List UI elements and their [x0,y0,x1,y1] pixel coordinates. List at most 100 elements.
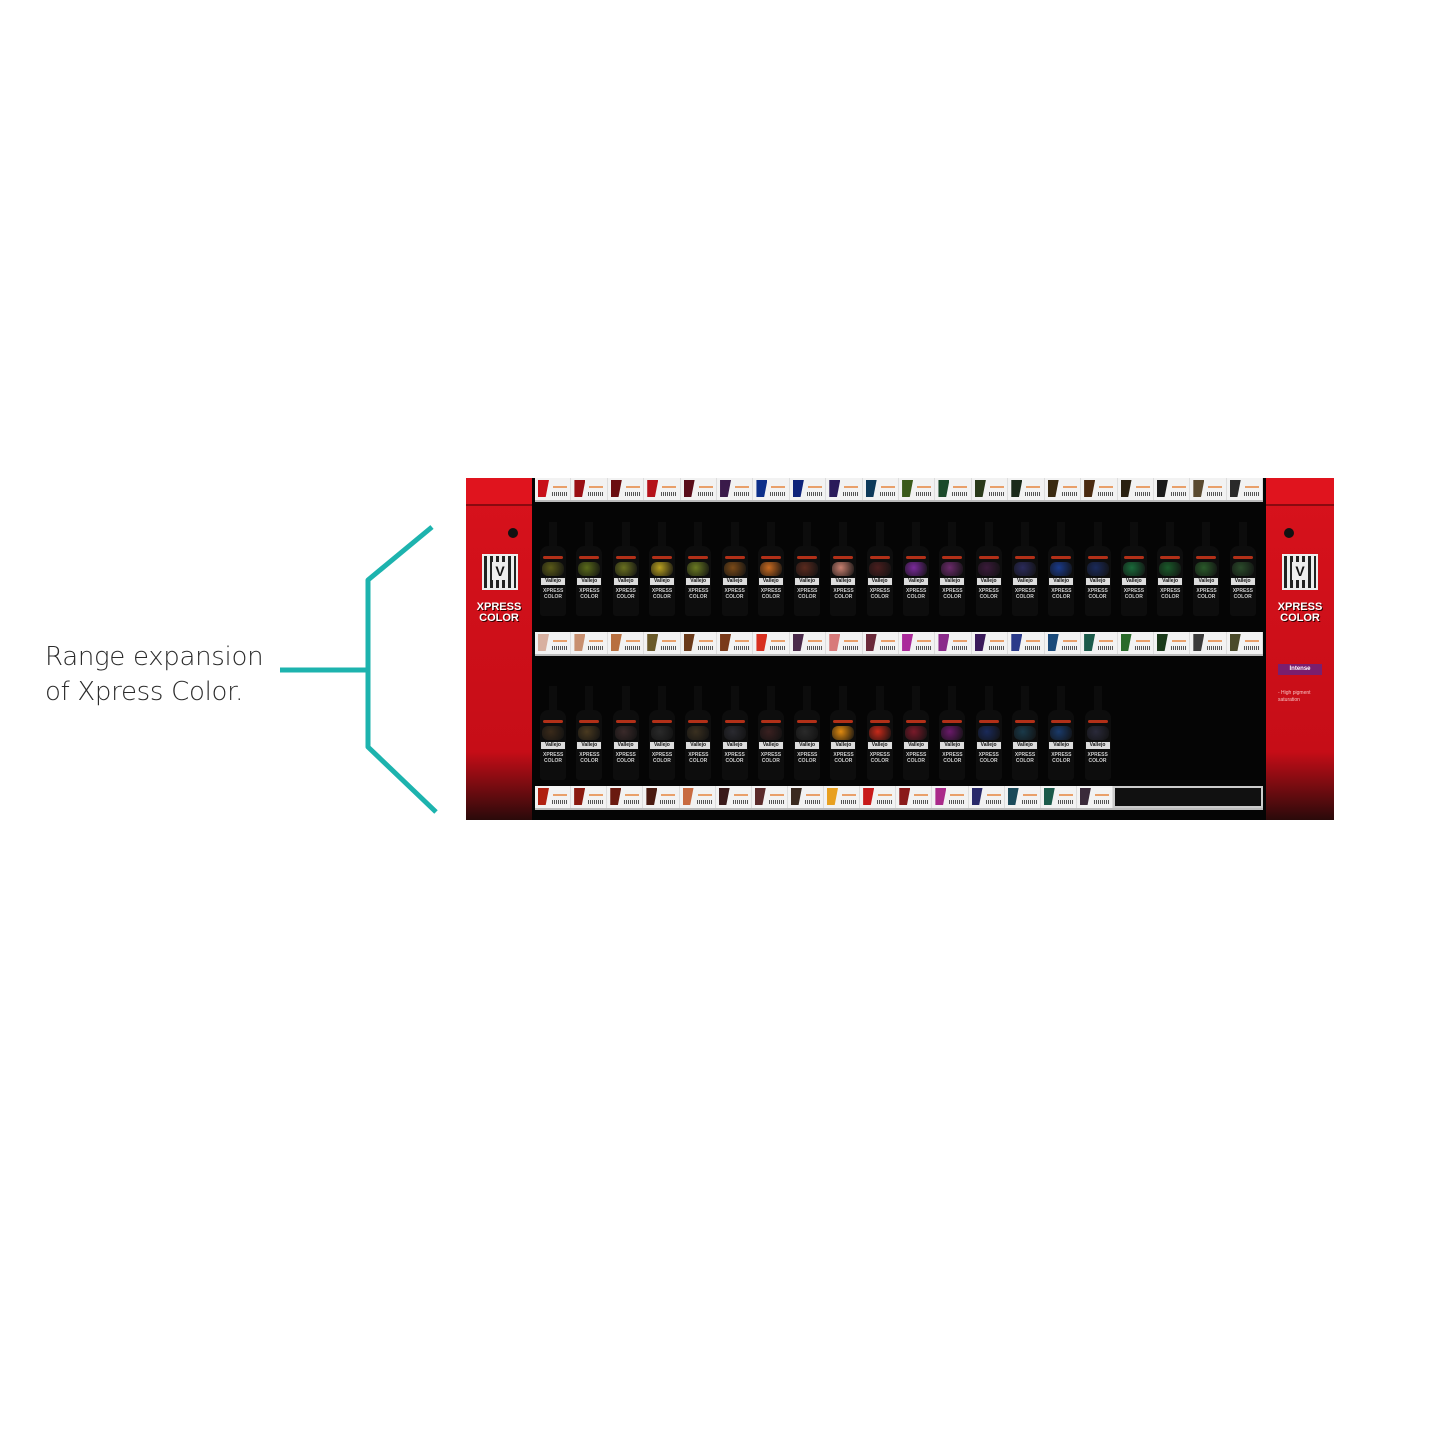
label-line [1062,486,1077,488]
bottle-cap [948,522,957,548]
paint-color [1086,726,1109,740]
barcode-icon [916,646,933,650]
label-line [807,640,822,642]
bottle-cap [803,522,812,548]
bottle-cap [948,686,957,712]
bottle-sub-label: XPRESS COLOR [869,752,890,764]
bottle-sub-label: XPRESS COLOR [615,752,636,764]
bottle-label: Vallejo [758,578,783,585]
bottle-ring [1087,556,1108,559]
barcode-icon [1098,646,1115,650]
bottle-label: Vallejo [795,578,820,585]
barcode-icon [697,492,714,496]
color-swatch [829,480,841,497]
color-swatch [790,788,802,805]
color-swatch [1011,480,1023,497]
barcode-icon [770,646,787,650]
bottle-label: Vallejo [1230,578,1255,585]
panel-knob [508,528,518,538]
color-swatch [720,480,732,497]
barcode-icon [552,800,568,804]
color-swatch [938,480,950,497]
color-swatch [756,480,768,497]
bottle-sub-label: XPRESS COLOR [651,588,673,600]
bottle-sub-label: XPRESS COLOR [906,752,927,764]
qr-code-icon: V [1282,554,1318,590]
color-swatch [1193,480,1205,497]
barcode-icon [1134,646,1151,650]
bottle-label: Vallejo [577,742,602,749]
color-swatch [971,788,983,805]
bottle-cap [621,686,630,712]
color-swatch [647,480,659,497]
label-line [914,794,929,796]
color-label [753,632,790,654]
bottle-ring [1051,720,1072,723]
bottle-cap [1093,686,1102,712]
barcode-icon [804,800,821,804]
bottle-ring [869,720,890,723]
bottle-cap [1238,522,1247,548]
bottle-label: Vallejo [940,578,965,585]
brand-line-2: COLOR [479,612,519,624]
color-label [716,786,752,808]
bottle-sub-label: XPRESS COLOR [1051,752,1072,764]
brand-line-1: XPRESS [1277,601,1323,613]
color-label [608,478,645,500]
bottle-ring [978,556,999,559]
barcode-icon [734,492,751,496]
label-line [662,640,677,642]
color-label [571,632,608,654]
barcode-icon [952,646,969,650]
qr-code-icon: V [482,554,518,590]
paint-color [941,726,964,740]
bottle-cap [1166,522,1175,548]
bottle-label: Vallejo [1049,742,1074,749]
color-swatch [1007,788,1019,805]
barcode-icon [877,800,894,804]
bottle-label: Vallejo [541,578,565,585]
bottle-sub-label: XPRESS COLOR [1123,588,1145,600]
label-line [1099,486,1114,488]
paint-color [796,562,819,576]
label-line [1062,640,1077,642]
color-label [972,632,1009,654]
bottle-cap [730,522,739,548]
color-swatch [863,788,875,805]
color-swatch [574,480,586,497]
paint-color [759,726,782,740]
barcode-icon [952,492,969,496]
paint-color [796,726,819,740]
color-label [1008,632,1045,654]
barcode-icon [1061,492,1078,496]
label-line [698,640,713,642]
color-label [790,478,827,500]
barcode-icon [843,492,860,496]
paint-color [1050,562,1073,576]
color-label [535,786,572,808]
bottle-cap [1057,686,1066,712]
shelf-label-strip [535,478,1264,502]
bottle-cap [766,686,775,712]
paint-color [832,726,855,740]
color-swatch [718,788,730,805]
bottle-label: Vallejo [722,742,747,749]
bottle-ring [579,556,600,559]
color-label [860,786,897,808]
color-swatch [1043,788,1055,805]
bottle-cap [839,522,848,548]
bottle-cap [549,522,557,548]
bottle-cap [585,686,594,712]
bottle-cap [1020,522,1029,548]
bottle-cap [875,686,884,712]
color-label [752,786,788,808]
color-label [935,478,972,500]
bottle-ring [869,556,890,559]
label-line [1208,486,1223,488]
color-label [717,478,754,500]
bottle-sub-label: XPRESS COLOR [1014,588,1036,600]
color-label [1190,478,1227,500]
color-label [535,478,572,500]
label-line [1208,640,1223,642]
